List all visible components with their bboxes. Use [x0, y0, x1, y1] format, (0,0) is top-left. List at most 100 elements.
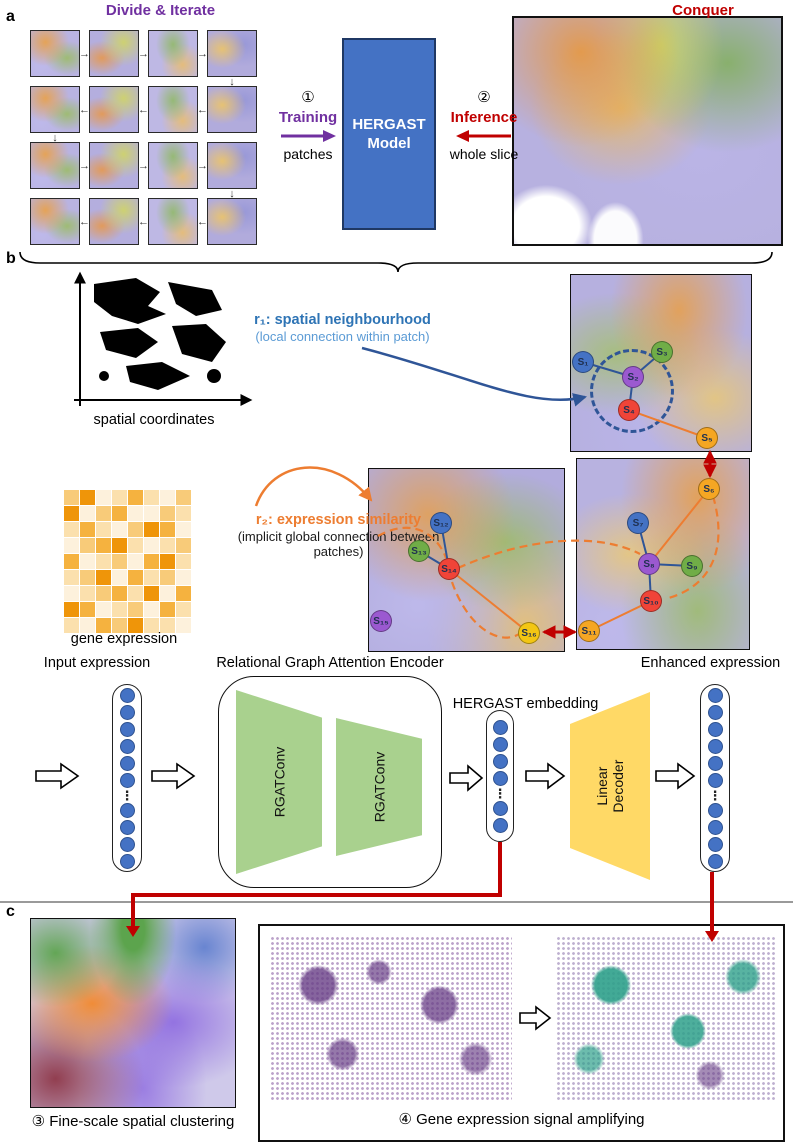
heatmap-cell: [144, 570, 159, 585]
tissue-patch: [30, 198, 80, 245]
heatmap-cell: [160, 522, 175, 537]
grid-gap: [80, 133, 89, 142]
input-expression-vector: ⋮: [112, 684, 142, 872]
graph-node-1: S₁: [572, 351, 594, 373]
expression-unit: [492, 753, 508, 769]
heatmap-cell: [112, 522, 127, 537]
heatmap-cell: [96, 554, 111, 569]
flow-arrow-icon: [151, 762, 196, 790]
heatmap-cell: [64, 602, 79, 617]
training-step-number: ①: [301, 89, 315, 106]
expression-unit: [492, 736, 508, 752]
panel-c-label: c: [6, 903, 15, 920]
heatmap-cell: [96, 490, 111, 505]
training-label: Training: [278, 109, 338, 126]
grid-gap: [89, 189, 139, 198]
heatmap-cell: [64, 506, 79, 521]
flow-arrow-icon: [449, 764, 484, 792]
panel-b-label: b: [6, 250, 16, 267]
graph-node-3: S₃: [651, 341, 673, 363]
heatmap-cell: [64, 618, 79, 633]
amplify-arrow-icon: [519, 1005, 552, 1031]
expression-unit: [119, 721, 135, 737]
heatmap-cell: [160, 538, 175, 553]
graph-node-5: S₅: [696, 427, 718, 449]
patch-iterate-arrow-icon: →: [138, 47, 149, 60]
heatmap-cell: [80, 602, 95, 617]
expression-unit: [707, 721, 723, 737]
expression-unit: [707, 687, 723, 703]
grid-gap: [148, 133, 198, 142]
grid-gap: [89, 133, 139, 142]
heatmap-cell: [176, 554, 191, 569]
patch-iterate-arrow-icon: →: [79, 159, 90, 172]
heatmap-cell: [80, 618, 95, 633]
tissue-patch: [207, 142, 257, 189]
tissue-patch: [30, 142, 80, 189]
expression-unit: [707, 755, 723, 771]
expression-unit: [492, 770, 508, 786]
tissue-mask-blob: [94, 278, 226, 390]
grid-gap: [139, 189, 148, 198]
heatmap-cell: [112, 586, 127, 601]
grid-gap: [198, 189, 207, 198]
heatmap-cell: [128, 554, 143, 569]
heatmap-cell: [128, 490, 143, 505]
flow-arrow-icon: [655, 762, 696, 790]
patch-iterate-arrow-icon: →: [197, 159, 208, 172]
graph-node-4: S₄: [618, 399, 640, 421]
graph-node-9: S₉: [681, 555, 703, 577]
inference-sub-label: whole slice: [449, 146, 519, 162]
graph-node-10: S₁₀: [640, 590, 662, 612]
heatmap-cell: [176, 586, 191, 601]
graph-node-12: S₁₂: [430, 512, 452, 534]
heatmap-cell: [128, 522, 143, 537]
heatmap-cell: [96, 586, 111, 601]
expression-unit: [492, 719, 508, 735]
grid-gap: [207, 133, 257, 142]
grid-gap: [30, 77, 80, 86]
hergast-embedding-vector: ⋮: [486, 710, 514, 842]
tissue-patch: [148, 30, 198, 77]
heatmap-cell: [96, 618, 111, 633]
inference-step-number: ②: [477, 89, 491, 106]
graph-node-7: S₇: [627, 512, 649, 534]
heatmap-cell: [80, 506, 95, 521]
heatmap-cell: [160, 490, 175, 505]
enhanced-expression-label: Enhanced expression: [640, 655, 781, 671]
heatmap-cell: [64, 586, 79, 601]
graph-node-16: S₁₆: [518, 622, 540, 644]
signal-amplifying-box: ④ Gene expression signal amplifying: [258, 924, 785, 1142]
divide-iterate-title: Divide & Iterate: [105, 2, 216, 19]
expression-unit: [119, 687, 135, 703]
spatial-clustering-image: [30, 918, 236, 1108]
encoder-title: Relational Graph Attention Encoder: [216, 655, 444, 671]
patch-iterate-arrow-icon: ←: [197, 103, 208, 116]
heatmap-cell: [64, 570, 79, 585]
heatmap-cell: [144, 554, 159, 569]
patch-iterate-arrow-icon: ←: [138, 103, 149, 116]
grid-gap: [80, 189, 89, 198]
graph-node-8: S₈: [638, 553, 660, 575]
r1-title: r₁: spatial neighbourhood: [254, 312, 431, 328]
inference-label: Inference: [450, 109, 518, 126]
heatmap-cell: [160, 602, 175, 617]
heatmap-cell: [96, 602, 111, 617]
heatmap-cell: [160, 554, 175, 569]
heatmap-cell: [80, 538, 95, 553]
graph-node-14: S₁₄: [438, 558, 460, 580]
heatmap-cell: [112, 506, 127, 521]
gene-expression-heatmap: [64, 490, 191, 633]
heatmap-cell: [64, 538, 79, 553]
red-arrowhead-down-icon: [705, 931, 719, 942]
patch-iterate-arrow-icon: →: [79, 47, 90, 60]
expression-unit: [119, 819, 135, 835]
heatmap-cell: [176, 570, 191, 585]
heatmap-cell: [80, 554, 95, 569]
expression-unit: [707, 772, 723, 788]
heatmap-cell: [128, 586, 143, 601]
r1-subtitle: (local connection within patch): [255, 329, 430, 344]
hergast-model-line2: Model: [367, 135, 411, 152]
grid-gap: [198, 133, 207, 142]
